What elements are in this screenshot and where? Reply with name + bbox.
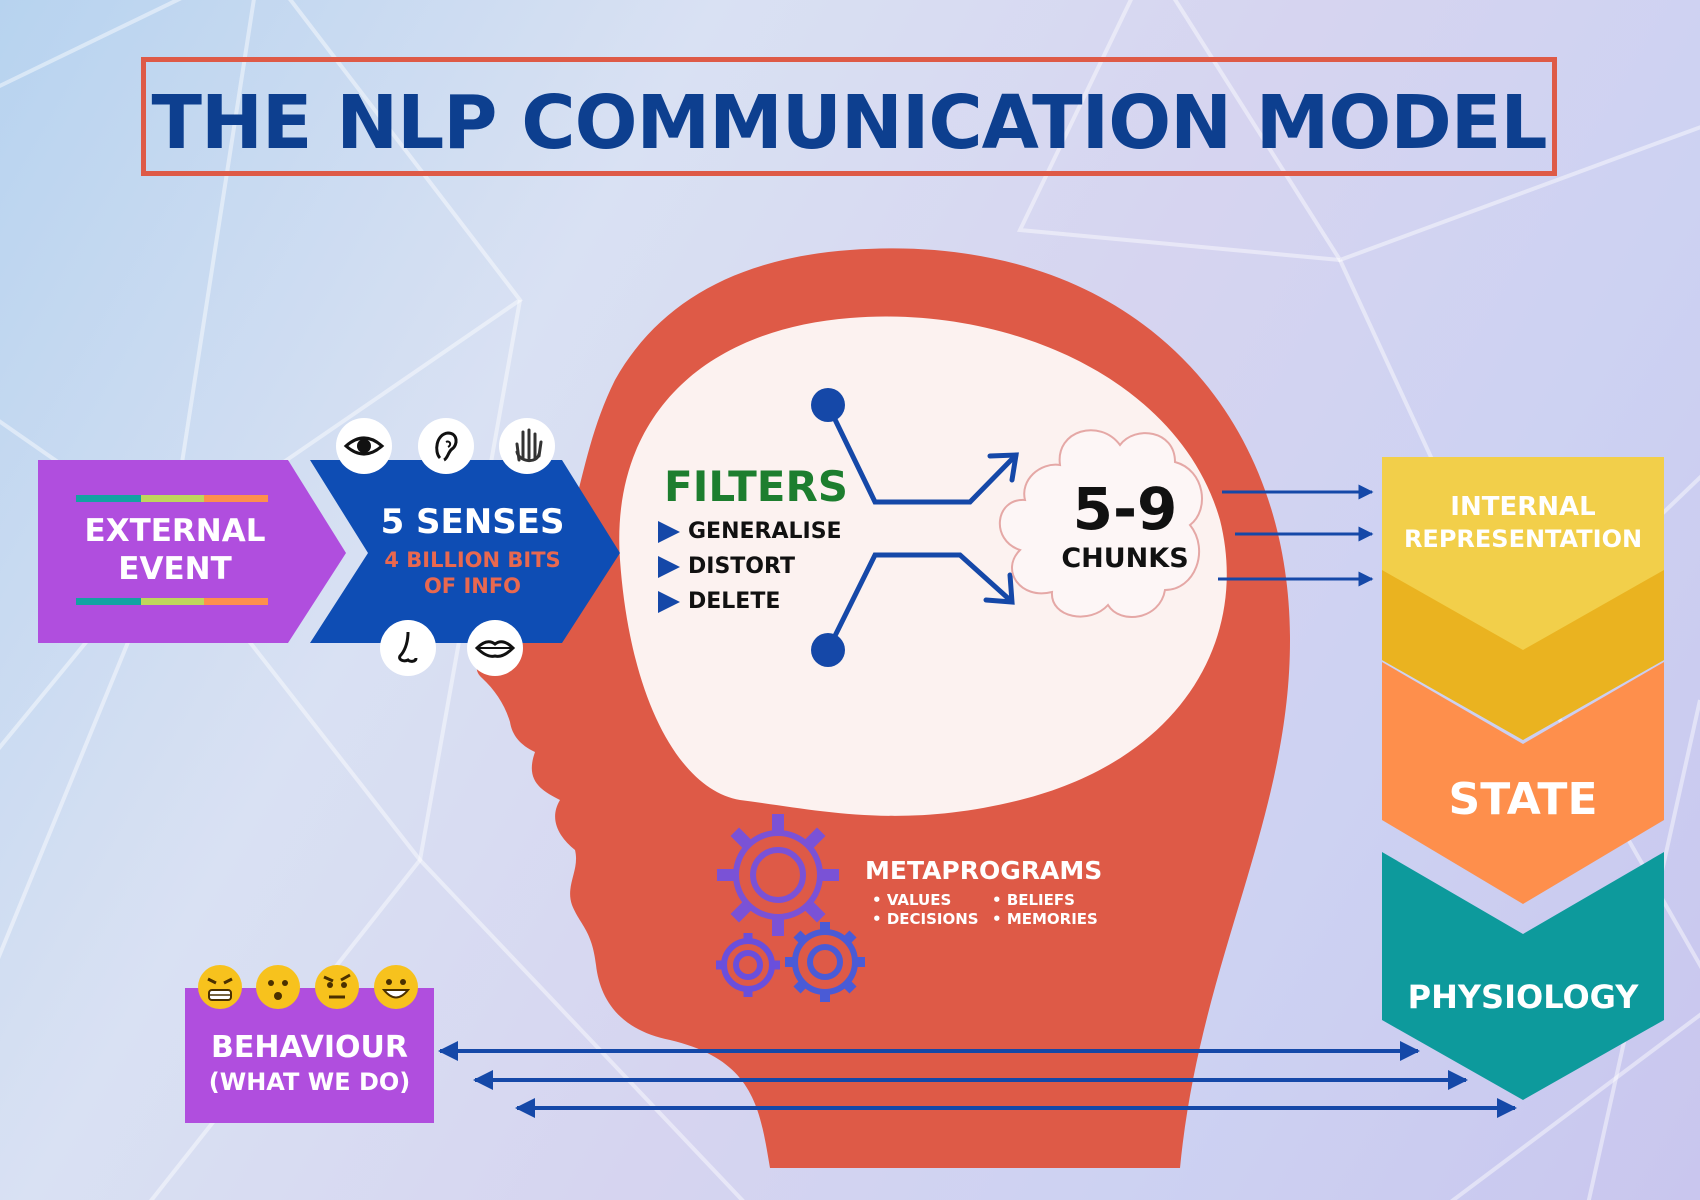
filter-item-delete: DELETE: [658, 589, 780, 614]
metaprogram-label: DECISIONS: [886, 910, 979, 928]
metaprogram-item-values: • VALUES: [872, 891, 952, 909]
internal-representation-line2: REPRESENTATION: [1403, 525, 1643, 553]
nose-icon: [380, 620, 436, 676]
internal-representation-shade: [1382, 570, 1664, 740]
state-label: STATE: [1448, 774, 1598, 825]
internal-representation-line1: INTERNAL: [1450, 492, 1596, 522]
chunk-arrows: [1218, 484, 1374, 587]
bullet-triangle-icon: [658, 590, 680, 613]
senses-heading: 5 SENSES: [380, 502, 565, 542]
metaprogram-item-memories: • MEMORIES: [992, 910, 1098, 928]
metaprogram-item-decisions: • DECISIONS: [872, 910, 979, 928]
metaprogram-label: MEMORIES: [1006, 910, 1098, 928]
metaprogram-label: VALUES: [886, 891, 952, 909]
filter-item-distort: DISTORT: [658, 554, 795, 579]
behaviour-box: [185, 988, 434, 1123]
physiology-label: PHYSIOLOGY: [1407, 978, 1639, 1016]
ear-icon: [418, 418, 474, 474]
filter-arrowhead-top: [987, 452, 1019, 483]
chunks-number: 5-9: [1072, 475, 1178, 543]
hand-icon: [499, 418, 555, 474]
filter-item-label: DELETE: [688, 589, 781, 614]
filter-item-label: GENERALISE: [688, 519, 842, 544]
smile-emoji-icon: [372, 963, 420, 1011]
eye-icon: [336, 418, 392, 474]
surprised-emoji-icon: [254, 963, 302, 1011]
grimace-emoji-icon: [196, 963, 244, 1011]
external-event-line2: EVENT: [118, 551, 232, 587]
filter-item-label: DISTORT: [688, 554, 795, 579]
external-event-line1: EXTERNAL: [84, 513, 266, 549]
bullet-triangle-icon: [658, 520, 680, 543]
skeptical-emoji-icon: [313, 963, 361, 1011]
chunks-cloud: [998, 429, 1203, 618]
metaprogram-item-beliefs: • BELIEFS: [992, 891, 1075, 909]
senses-sub-line2: OF INFO: [423, 574, 522, 598]
page-title: THE NLP COMMUNICATION MODEL: [151, 80, 1548, 166]
lips-icon: [467, 620, 523, 676]
filters-heading: FILTERS: [664, 462, 849, 511]
senses-chevron: [310, 460, 620, 643]
title-box: THE NLP COMMUNICATION MODEL: [141, 57, 1557, 176]
external-event-arrow: [38, 460, 346, 643]
state-chevron: [1382, 662, 1664, 904]
senses-sub-line1: 4 BILLION BITS: [384, 548, 561, 572]
chunks-label: CHUNKS: [1061, 543, 1189, 574]
behaviour-line1: BEHAVIOUR: [211, 1030, 408, 1065]
gear-icon: [716, 814, 865, 1002]
filter-connectors: [825, 402, 1019, 653]
metaprograms-heading: METAPROGRAMS: [865, 856, 1103, 885]
behaviour-arrows: [438, 1041, 1517, 1118]
filter-node-top: [811, 388, 845, 422]
filter-item-generalise: GENERALISE: [658, 519, 842, 544]
external-event-stripes: [76, 495, 268, 605]
metaprogram-label: BELIEFS: [1006, 891, 1075, 909]
bullet-triangle-icon: [658, 555, 680, 578]
filter-arrowhead-bottom: [983, 572, 1015, 605]
filter-node-bottom: [811, 633, 845, 667]
physiology-chevron: [1382, 852, 1664, 1100]
behaviour-line2: (WHAT WE DO): [208, 1068, 411, 1096]
